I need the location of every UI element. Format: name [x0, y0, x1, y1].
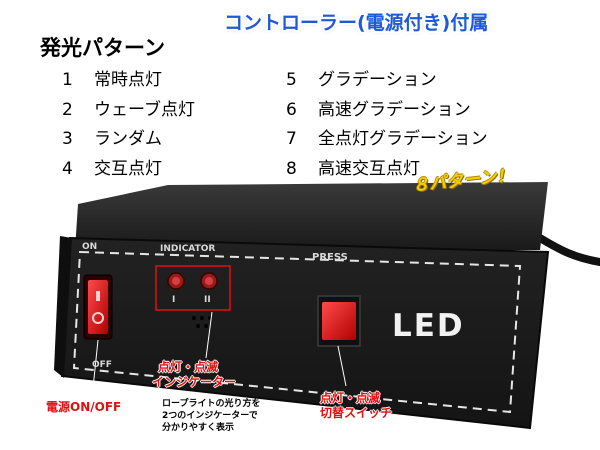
on-label: ON	[82, 242, 98, 252]
banner-title: コントローラー(電源付き)付属	[224, 12, 489, 34]
pattern-label: ランダム	[94, 129, 162, 149]
led-label: LED	[392, 308, 465, 344]
pattern-label: 全点灯グラデーション	[318, 129, 488, 149]
pattern-heading: 発光パターン	[40, 36, 165, 60]
pattern-label: 高速グラデーション	[318, 100, 471, 120]
indicator-desc-1: ロープライトの光り方を	[162, 399, 261, 409]
switch-callout-title-1: 点灯・点滅	[320, 391, 381, 405]
indicator-callout-title-2: インジケーター	[152, 375, 237, 389]
pattern-number: 5	[286, 70, 297, 90]
pattern-label: 常時点灯	[94, 70, 162, 90]
pattern-item: 7 全点灯グラデーション	[286, 124, 488, 149]
power-callout: 電源ON/OFF	[46, 400, 122, 414]
device-top	[75, 182, 548, 250]
pattern-item: 5 グラデーション	[286, 65, 437, 90]
off-label: OFF	[92, 360, 112, 370]
indicator-1-label: I	[172, 295, 176, 305]
indicator-label: INDICATOR	[160, 244, 216, 254]
pattern-number: 1	[62, 70, 73, 90]
pattern-number: 2	[62, 100, 73, 120]
pattern-number: 8	[286, 159, 297, 179]
pattern-label: 交互点灯	[94, 159, 162, 179]
pattern-item: 1 常時点灯	[62, 65, 162, 90]
pattern-number: 3	[62, 129, 73, 149]
pattern-label: 高速交互点灯	[318, 159, 420, 179]
pattern-item: 6 高速グラデーション	[286, 95, 471, 120]
device-front	[60, 236, 550, 430]
pattern-item: 2 ウェーブ点灯	[62, 95, 195, 120]
switch-callout-title-2: 切替スイッチ	[320, 406, 393, 420]
indicator-desc-3: 分かりやすく表示	[162, 423, 235, 433]
indicator-callout-title-1: 点灯・点滅	[158, 360, 219, 374]
pattern-label: グラデーション	[318, 70, 437, 90]
pattern-number: 4	[62, 159, 73, 179]
press-button	[322, 302, 356, 340]
power-switch-rocker	[88, 280, 108, 334]
pattern-item: 3 ランダム	[62, 124, 162, 149]
indicator-box	[155, 265, 231, 311]
pattern-label: ウェーブ点灯	[94, 100, 195, 120]
pattern-number: 7	[286, 129, 297, 149]
device-side	[54, 236, 72, 378]
dashed-border	[72, 250, 522, 414]
pattern-item: 4 交互点灯	[62, 154, 162, 179]
pattern-item: 8 高速交互点灯	[286, 154, 420, 179]
power-cable	[536, 234, 600, 266]
press-label: PRESS	[312, 252, 348, 263]
indicator-desc-2: 2つのインジケーターで	[162, 411, 258, 421]
indicator-2-label: II	[204, 295, 211, 305]
pattern-number: 6	[286, 100, 297, 120]
